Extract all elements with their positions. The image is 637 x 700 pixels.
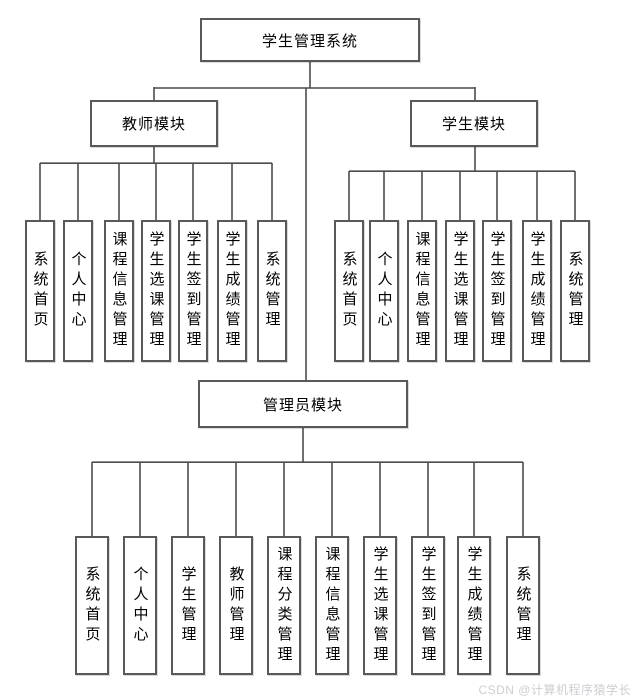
node-admin-course-select-mgmt: 学生选课管理 <box>363 536 397 675</box>
node-teacher-course-info-mgmt: 课程信息管理 <box>104 220 134 362</box>
node-admin-grade-mgmt: 学生成绩管理 <box>457 536 491 675</box>
node-admin-system-mgmt: 系统管理 <box>506 536 540 675</box>
node-student-system-mgmt: 系统管理 <box>560 220 590 362</box>
node-teacher-grade-mgmt: 学生成绩管理 <box>217 220 247 362</box>
node-teacher-checkin-mgmt: 学生签到管理 <box>178 220 208 362</box>
csdn-watermark: CSDN @计算机程序猿学长 <box>478 683 631 697</box>
node-teacher-module: 教师模块 <box>90 100 218 147</box>
node-student-system-home: 系统首页 <box>334 220 364 362</box>
node-teacher-system-mgmt: 系统管理 <box>257 220 287 362</box>
node-admin-course-info-mgmt: 课程信息管理 <box>315 536 349 675</box>
node-admin-course-category-mgmt: 课程分类管理 <box>267 536 301 675</box>
node-student-checkin-mgmt: 学生签到管理 <box>482 220 512 362</box>
node-admin-personal-center: 个人中心 <box>123 536 157 675</box>
node-admin-teacher-mgmt: 教师管理 <box>219 536 253 675</box>
node-admin-system-home: 系统首页 <box>75 536 109 675</box>
node-teacher-personal-center: 个人中心 <box>63 220 93 362</box>
node-student-course-info-mgmt: 课程信息管理 <box>407 220 437 362</box>
node-student-course-select-mgmt: 学生选课管理 <box>445 220 475 362</box>
node-admin-student-mgmt: 学生管理 <box>171 536 205 675</box>
node-student-module: 学生模块 <box>410 100 538 147</box>
node-student-personal-center: 个人中心 <box>369 220 399 362</box>
node-teacher-system-home: 系统首页 <box>25 220 55 362</box>
node-student-management-system: 学生管理系统 <box>200 18 420 62</box>
node-admin-module: 管理员模块 <box>198 380 408 428</box>
node-student-grade-mgmt: 学生成绩管理 <box>522 220 552 362</box>
node-admin-checkin-mgmt: 学生签到管理 <box>411 536 445 675</box>
node-teacher-course-select-mgmt: 学生选课管理 <box>141 220 171 362</box>
